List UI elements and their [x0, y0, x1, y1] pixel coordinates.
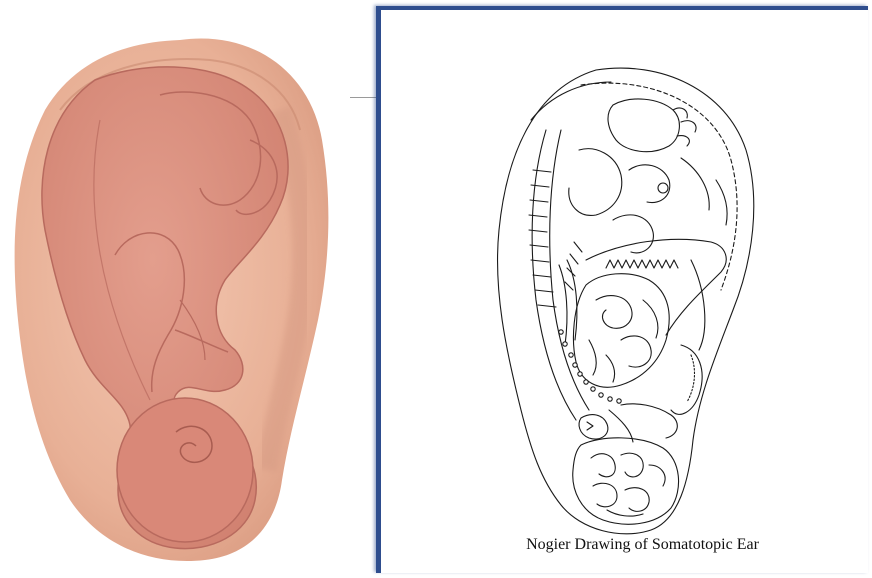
fetus-ear-svg — [0, 0, 370, 573]
divider-line — [350, 97, 378, 98]
chest-ribs — [559, 242, 582, 345]
foot-region — [608, 99, 679, 152]
nogier-ear-line-drawing — [381, 10, 868, 573]
nogier-drawing-panel: Nogier Drawing of Somatotopic Ear — [376, 6, 868, 573]
earlobe-region — [573, 438, 679, 524]
drawing-caption: Nogier Drawing of Somatotopic Ear — [381, 536, 868, 554]
fetus-ear-illustration — [0, 0, 370, 573]
fetus-head — [117, 398, 253, 542]
tragus — [671, 345, 702, 414]
concha-organs — [573, 274, 669, 388]
